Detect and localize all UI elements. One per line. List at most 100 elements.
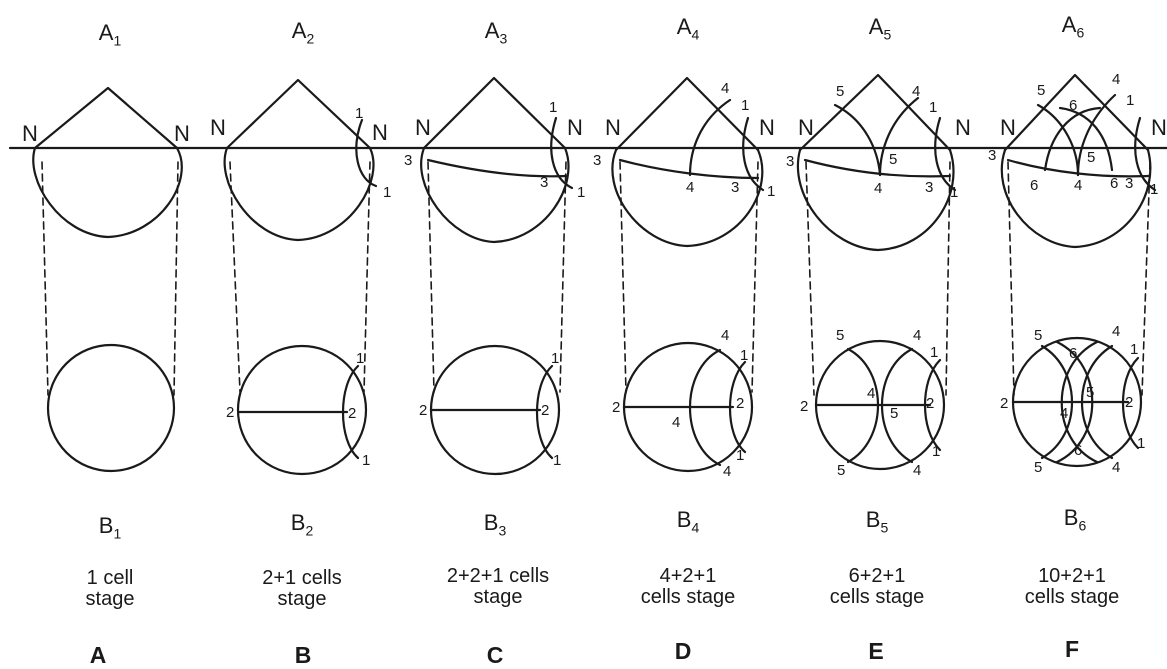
wall-number: 5 bbox=[1034, 459, 1042, 476]
wall-number: 3 bbox=[404, 152, 412, 169]
wall-number: 6 bbox=[1074, 442, 1082, 459]
wall-number: 2 bbox=[1000, 395, 1008, 412]
wall-number: 1 bbox=[355, 105, 363, 122]
panel-letter: F bbox=[1064, 636, 1080, 662]
wall-number: 4 bbox=[672, 414, 680, 431]
wall-number: 6 bbox=[1110, 175, 1118, 192]
wall-number: 2 bbox=[1125, 394, 1133, 411]
wall-number: 1 bbox=[551, 350, 559, 367]
nucellus-label: N bbox=[567, 115, 583, 140]
wall-number: 4 bbox=[1074, 177, 1082, 194]
apical-view-a4 bbox=[611, 76, 765, 248]
wall-number: 1 bbox=[577, 184, 585, 201]
wall-number: 4 bbox=[1112, 459, 1120, 476]
panel-letter: C bbox=[486, 642, 504, 668]
wall-number: 1 bbox=[1130, 341, 1138, 358]
panel-letter: E bbox=[868, 638, 884, 664]
wall-numbers: 1 1 1 2 2 1 1 3 3 1 1 2 2 1 4 1 3 4 3 1 … bbox=[226, 71, 1158, 480]
wall-number: 4 bbox=[1060, 405, 1068, 422]
nucellus-label: N bbox=[1151, 115, 1167, 140]
wall-number: 2 bbox=[419, 402, 427, 419]
wall-number: 5 bbox=[836, 327, 844, 344]
apical-view-heading: A6 bbox=[1061, 12, 1085, 41]
wall-number: 1 bbox=[740, 347, 748, 364]
wall-number: 1 bbox=[767, 183, 775, 200]
nucellus-label: N bbox=[174, 121, 190, 146]
wall-number: 4 bbox=[913, 327, 921, 344]
apical-view-a1 bbox=[32, 86, 183, 239]
wall-number: 5 bbox=[1086, 384, 1094, 401]
top-view-heading: B1 bbox=[98, 513, 122, 542]
projection-lines-d bbox=[619, 161, 759, 393]
projection-lines-e bbox=[805, 161, 951, 396]
wall-number: 2 bbox=[226, 404, 234, 421]
top-view-heading: B4 bbox=[676, 507, 700, 536]
wall-number: 2 bbox=[541, 402, 549, 419]
apical-view-heading: A2 bbox=[291, 18, 315, 47]
wall-number: 2 bbox=[736, 395, 744, 412]
top-view-b1 bbox=[46, 343, 176, 473]
nucellus-label: N bbox=[415, 115, 431, 140]
wall-number: 6 bbox=[1030, 177, 1038, 194]
wall-number: 1 bbox=[1150, 181, 1158, 198]
wall-number: 3 bbox=[786, 153, 794, 170]
wall-number: 2 bbox=[348, 405, 356, 422]
top-view-heading: B3 bbox=[483, 510, 507, 539]
projection-lines-c bbox=[427, 161, 567, 393]
apical-view-heading: A1 bbox=[98, 20, 122, 49]
wall-number: 4 bbox=[686, 179, 694, 196]
wall-number: 4 bbox=[867, 385, 875, 402]
top-view-heading: B2 bbox=[290, 510, 314, 539]
wall-number: 1 bbox=[356, 350, 364, 367]
wall-number: 1 bbox=[741, 97, 749, 114]
nucellus-label: N bbox=[759, 115, 775, 140]
wall-number: 1 bbox=[1137, 435, 1145, 452]
wall-number: 4 bbox=[913, 462, 921, 479]
panel-letter: A bbox=[89, 642, 107, 668]
top-view-b6 bbox=[1011, 336, 1143, 468]
wall-number: 3 bbox=[540, 174, 548, 191]
wall-number: 5 bbox=[837, 462, 845, 479]
nucellus-label: N bbox=[605, 115, 621, 140]
wall-number: 1 bbox=[929, 99, 937, 116]
wall-number: 4 bbox=[721, 327, 729, 344]
wall-number: 2 bbox=[800, 398, 808, 415]
apical-view-a3 bbox=[420, 76, 574, 244]
top-view-b5 bbox=[814, 339, 946, 471]
wall-number: 4 bbox=[723, 463, 731, 480]
panel-letter: D bbox=[674, 638, 692, 664]
apical-view-heading: A4 bbox=[676, 14, 700, 43]
nucellus-label: N bbox=[210, 115, 226, 140]
nucellus-label: N bbox=[1000, 115, 1016, 140]
wall-number: 5 bbox=[889, 151, 897, 168]
nucellus-label: N bbox=[798, 115, 814, 140]
wall-number: 1 bbox=[362, 452, 370, 469]
apical-view-a6 bbox=[1000, 73, 1157, 249]
top-view-b4 bbox=[622, 341, 754, 473]
wall-number: 4 bbox=[874, 180, 882, 197]
apical-view-a5 bbox=[797, 73, 957, 252]
wall-number: 6 bbox=[1069, 345, 1077, 362]
wall-number: 3 bbox=[731, 179, 739, 196]
panel-letter: B bbox=[294, 642, 312, 668]
projection-lines-b bbox=[229, 161, 371, 393]
nucellus-label: N bbox=[22, 121, 38, 146]
wall-number: 4 bbox=[721, 80, 729, 97]
apical-view-heading: A5 bbox=[868, 14, 892, 43]
wall-number: 5 bbox=[890, 405, 898, 422]
wall-number: 4 bbox=[1112, 323, 1120, 340]
top-view-b2 bbox=[236, 344, 368, 476]
wall-number: 5 bbox=[836, 83, 844, 100]
wall-number: 4 bbox=[1112, 71, 1120, 88]
wall-number: 1 bbox=[549, 99, 557, 116]
wall-number: 2 bbox=[926, 395, 934, 412]
top-view-b3 bbox=[429, 344, 561, 476]
apical-view-heading: A3 bbox=[484, 18, 508, 47]
wall-number: 5 bbox=[1037, 82, 1045, 99]
